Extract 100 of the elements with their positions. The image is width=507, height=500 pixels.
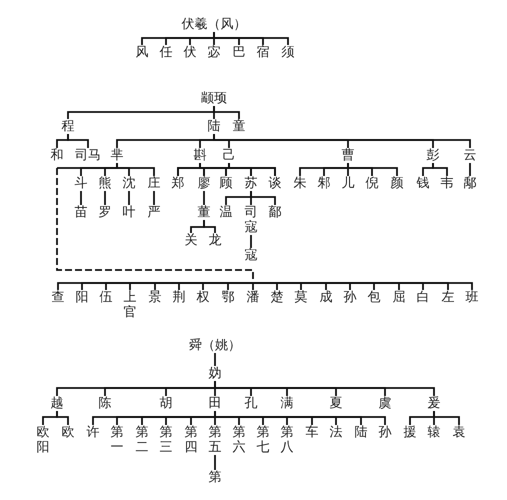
surname-text: 顾 [220, 176, 232, 191]
surname-text: 白 [416, 290, 430, 305]
surname-text: 儿 [342, 176, 354, 191]
surname-text: 孙 [378, 425, 392, 440]
surname-text: 龙 [208, 233, 222, 248]
surname-text: 鄐 [268, 205, 282, 220]
tree-connector [116, 163, 155, 176]
tree-connector [213, 106, 240, 119]
surname-text: 温 [220, 205, 232, 220]
surname-text: 阳 [76, 290, 88, 305]
surname-text: 欧阳 [36, 425, 50, 455]
surname-text: 孔 [244, 396, 258, 411]
tree-connector [80, 191, 82, 205]
surname-text: 第二 [136, 425, 148, 455]
surname-text: 景 [148, 290, 162, 305]
tree-connector [67, 134, 89, 148]
tree-connector [252, 282, 254, 290]
surname-text: 上官 [124, 290, 136, 320]
surname-text: 沈 [122, 176, 136, 191]
tree-connector [469, 163, 471, 176]
surname-text: 伏羲（风） [182, 17, 246, 32]
surname-text: 寇 [244, 248, 258, 263]
surname-text: 爰 [428, 396, 440, 411]
surname-text: 宓 [208, 45, 220, 60]
surname-text: 颜 [390, 176, 404, 191]
surname-text: 叶 [122, 205, 136, 220]
surname-text: 胡 [160, 396, 172, 411]
surname-text: 莫 [294, 290, 308, 305]
surname-text: 伍 [100, 290, 112, 305]
surname-text: 夏 [330, 396, 342, 411]
surname-text: 关 [184, 233, 198, 248]
surname-text: 宿 [256, 45, 270, 60]
surname-text: 屈 [392, 290, 406, 305]
surname-text: 颛顼 [201, 91, 227, 106]
surname-text: 庄 [148, 176, 160, 191]
surname-text: 熊 [98, 176, 112, 191]
surname-text: 第七 [256, 425, 270, 455]
surname-text: 邾 [318, 176, 330, 191]
surname-text: 车 [306, 425, 318, 440]
surname-text: 权 [196, 290, 210, 305]
surname-text: 孙 [344, 290, 356, 305]
surname-text: 和 [50, 148, 64, 163]
surname-text: 陆 [208, 119, 220, 134]
surname-text: 伏 [184, 45, 196, 60]
surname-text: 倪 [366, 176, 378, 191]
surname-text: 鄂 [222, 290, 234, 305]
surname-text: 楚 [270, 290, 284, 305]
tree-connector [214, 455, 216, 470]
surname-text: 辕 [428, 425, 440, 440]
surname-text: 钱 [416, 176, 430, 191]
surname-text: 郑 [172, 176, 184, 191]
tree-connector [214, 381, 435, 396]
surname-text: 童 [232, 119, 246, 134]
tree-connector [250, 191, 276, 205]
surname-text: 第六 [232, 425, 246, 455]
surname-text: 满 [280, 396, 294, 411]
surname-text: 司马 [75, 148, 101, 163]
tree-connector [228, 163, 276, 176]
surname-text: 罗 [98, 205, 112, 220]
tree-connector [250, 235, 252, 248]
tree-connector [153, 191, 155, 205]
surname-text: 虞 [378, 396, 392, 411]
surname-text: 程 [62, 119, 74, 134]
tree-connector [433, 411, 460, 425]
surname-text: 彭 [426, 148, 440, 163]
tree-connector [56, 411, 69, 425]
tree-connector [432, 163, 448, 176]
surname-text: 第四 [184, 425, 198, 455]
surname-text: 陆 [354, 425, 368, 440]
surname-text: 斟 [194, 148, 206, 163]
surname-text: 妫 [208, 366, 222, 381]
surname-text: 云 [464, 148, 476, 163]
tree-connector [214, 353, 216, 366]
surname-text: 己 [222, 148, 236, 163]
surname-text: 第八 [280, 425, 294, 455]
surname-text: 包 [368, 290, 380, 305]
surname-text: 左 [442, 290, 454, 305]
surname-text: 斗 [74, 176, 88, 191]
surname-text: 潘 [246, 290, 260, 305]
surname-text: 舜（姚） [189, 338, 241, 353]
tree-connector [227, 282, 253, 290]
surname-text: 第一 [110, 425, 124, 455]
surname-text: 班 [466, 290, 478, 305]
surname-text: 第 [208, 470, 222, 485]
surname-text: 廖 [198, 176, 210, 191]
surname-text: 陈 [98, 396, 112, 411]
surname-text: 芈 [110, 148, 124, 163]
surname-text: 法 [330, 425, 342, 440]
surname-text: 鄅 [464, 176, 476, 191]
surname-text: 成 [320, 290, 332, 305]
surname-text: 苗 [74, 205, 88, 220]
surname-text: 风 [136, 45, 148, 60]
surname-text: 荆 [172, 290, 186, 305]
surname-text: 袁 [452, 425, 466, 440]
surname-text: 越 [50, 396, 64, 411]
surname-text: 严 [148, 205, 160, 220]
surname-text: 韦 [440, 176, 454, 191]
tree-connector [203, 191, 205, 205]
surname-text: 查 [52, 290, 64, 305]
surname-text: 司寇 [244, 205, 258, 235]
